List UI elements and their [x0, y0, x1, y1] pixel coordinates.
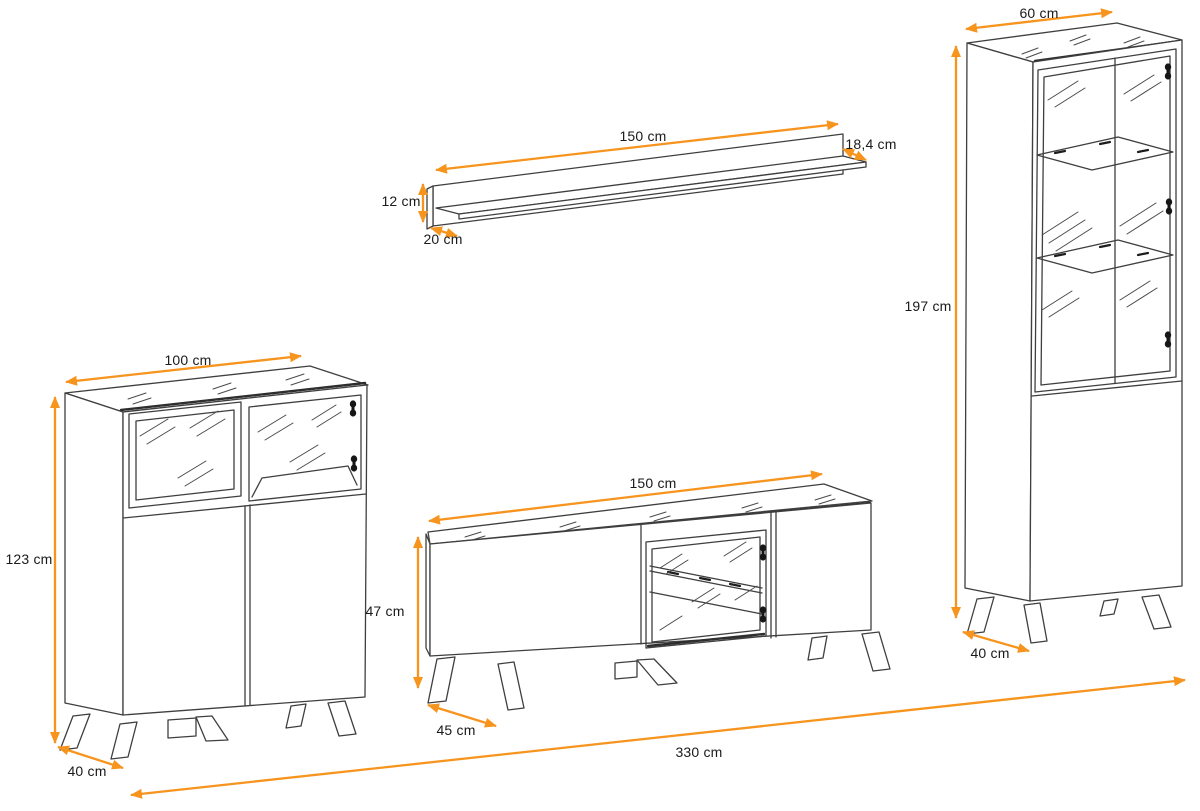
wall-shelf-depth-top-label: 18,4 cm [845, 136, 897, 152]
cabinet-top-hatching [1021, 34, 1145, 59]
hinge-icon [759, 544, 767, 561]
tv-stand-depth-label: 45 cm [436, 722, 476, 738]
tv-stand-glass-hatching [659, 541, 758, 631]
cabinet-glass-hatching [1041, 74, 1164, 318]
highboard-width-label: 100 cm [164, 352, 212, 368]
highboard-height-label: 123 cm [5, 551, 53, 567]
highboard-depth-label: 40 cm [67, 763, 107, 779]
display-cabinet-height-label: 197 cm [904, 298, 952, 314]
cabinet-glass-shelf [1036, 239, 1174, 274]
dimension-arrows [50, 8, 1186, 799]
tv-stand-height-label: 47 cm [365, 603, 405, 619]
highboard-drawing [59, 365, 369, 760]
hinge-icon [759, 606, 767, 623]
wall-shelf-height-label: 12 cm [381, 193, 421, 209]
hinge-icon [1164, 63, 1172, 80]
wall-shelf-drawing [426, 133, 867, 230]
wall-shelf-width-label: 150 cm [619, 128, 667, 144]
hinge-icon [349, 400, 357, 417]
highboard-glass-hatching [139, 404, 342, 487]
cabinet-legs [966, 594, 1172, 644]
display-cabinet-drawing [964, 22, 1183, 644]
hinge-icon [350, 455, 358, 472]
display-cabinet-width-label: 60 cm [1019, 5, 1059, 21]
set-total-width-label: 330 cm [675, 744, 723, 760]
hinge-icon [1164, 331, 1172, 348]
display-cabinet-depth-label: 40 cm [970, 645, 1010, 661]
wall-shelf-depth-bottom-label: 20 cm [423, 231, 463, 247]
hinge-icon [1165, 198, 1173, 215]
tv-stand-drawing [425, 483, 891, 711]
tv-stand-width-label: 150 cm [629, 475, 677, 491]
cabinet-glass-shelf [1036, 136, 1174, 171]
